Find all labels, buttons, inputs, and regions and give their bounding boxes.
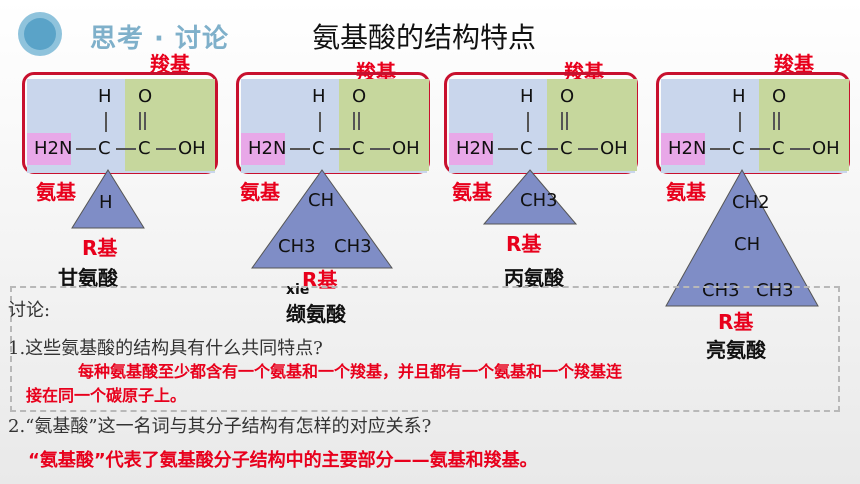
amino-label: 氨基 [452,180,492,204]
atom-o: O [138,86,153,107]
atom-c-carboxyl: C [138,138,151,159]
r-group-label: R基 [82,236,118,260]
atom-h: H [520,86,534,107]
atom-amino: H2N [248,138,287,159]
atom-amino: H2N [456,138,495,159]
amino-label: 氨基 [240,180,280,204]
atom-amino: H2N [34,138,73,159]
atom-h: H [732,86,746,107]
amino-label: 氨基 [36,180,76,204]
atom-h: H [98,86,112,107]
r-group-triangle [71,169,145,229]
alanine-structure: 羧基 H O H2N C C OH 氨基 CH3 R基 丙氨酸 [444,60,644,332]
atom-amino: H2N [668,138,707,159]
r-group-triangle [482,169,578,225]
r-group-label: R基 [302,268,338,292]
r-atom-ch: CH [308,190,335,211]
atom-oh: OH [812,138,840,159]
r-group-triangle [665,168,819,307]
atom-c-alpha: C [732,138,745,159]
core-frame [22,72,218,174]
discussion-box [10,286,840,412]
atom-c-carboxyl: C [560,138,573,159]
r-group-triangle [251,169,393,269]
atom-c-alpha: C [312,138,325,159]
amino-label: 氨基 [666,180,706,204]
atom-o: O [772,86,787,107]
answer-2: “氨基酸”代表了氨基酸分子结构中的主要部分——氨基和羧基。 [28,450,538,471]
page-title: 氨基酸的结构特点 [312,21,537,54]
r-atom-ch: CH [734,234,761,255]
atom-c-carboxyl: C [352,138,365,159]
answer-1-line2: 接在同一个碳原子上。 [26,386,187,405]
core-frame [656,72,850,174]
atom-o: O [560,86,575,107]
atom-c-carboxyl: C [772,138,785,159]
r-atom: H [99,192,113,213]
r-group-label: R基 [718,310,754,334]
atom-oh: OH [600,138,628,159]
r-atom-ch3-left: CH3 [278,236,316,257]
answer-1-line1: 每种氨基酸至少都含有一个氨基和一个羧基，并且都有一个氨基和一个羧基连 [78,362,623,381]
r-atom-ch3-left: CH3 [702,280,740,301]
question-2: 2.“氨基酸”这一名词与其分子结构有怎样的对应关系? [8,416,432,437]
atom-h: H [312,86,326,107]
valine-structure: 羧基 H O H2N C C OH 氨基 CH CH3 CH3 R基 xie 缬… [236,60,436,332]
thinking-badge [18,12,62,56]
acid-name: 缬氨酸 [286,302,346,326]
r-atom-ch3-right: CH3 [756,280,794,301]
core-frame [236,72,430,174]
question-1: 1.这些氨基酸的结构具有什么共同特点? [8,338,323,359]
atom-oh: OH [392,138,420,159]
atom-o: O [352,86,367,107]
leucine-structure: 羧基 H O H2N C C OH 氨基 CH2 CH CH3 CH3 R基 亮… [656,52,856,362]
atom-c-alpha: C [98,138,111,159]
atom-c-alpha: C [520,138,533,159]
r-atom-ch2: CH2 [732,192,770,213]
acid-name: 亮氨酸 [706,338,766,362]
discussion-heading: 讨论: [8,300,51,321]
r-atom-ch3-right: CH3 [334,236,372,257]
r-atom-ch3: CH3 [520,190,558,211]
lightbulb-head-icon [24,18,56,50]
atom-oh: OH [178,138,206,159]
r-group-label: R基 [506,232,542,256]
section-tag: 思考 · 讨论 [90,24,229,54]
